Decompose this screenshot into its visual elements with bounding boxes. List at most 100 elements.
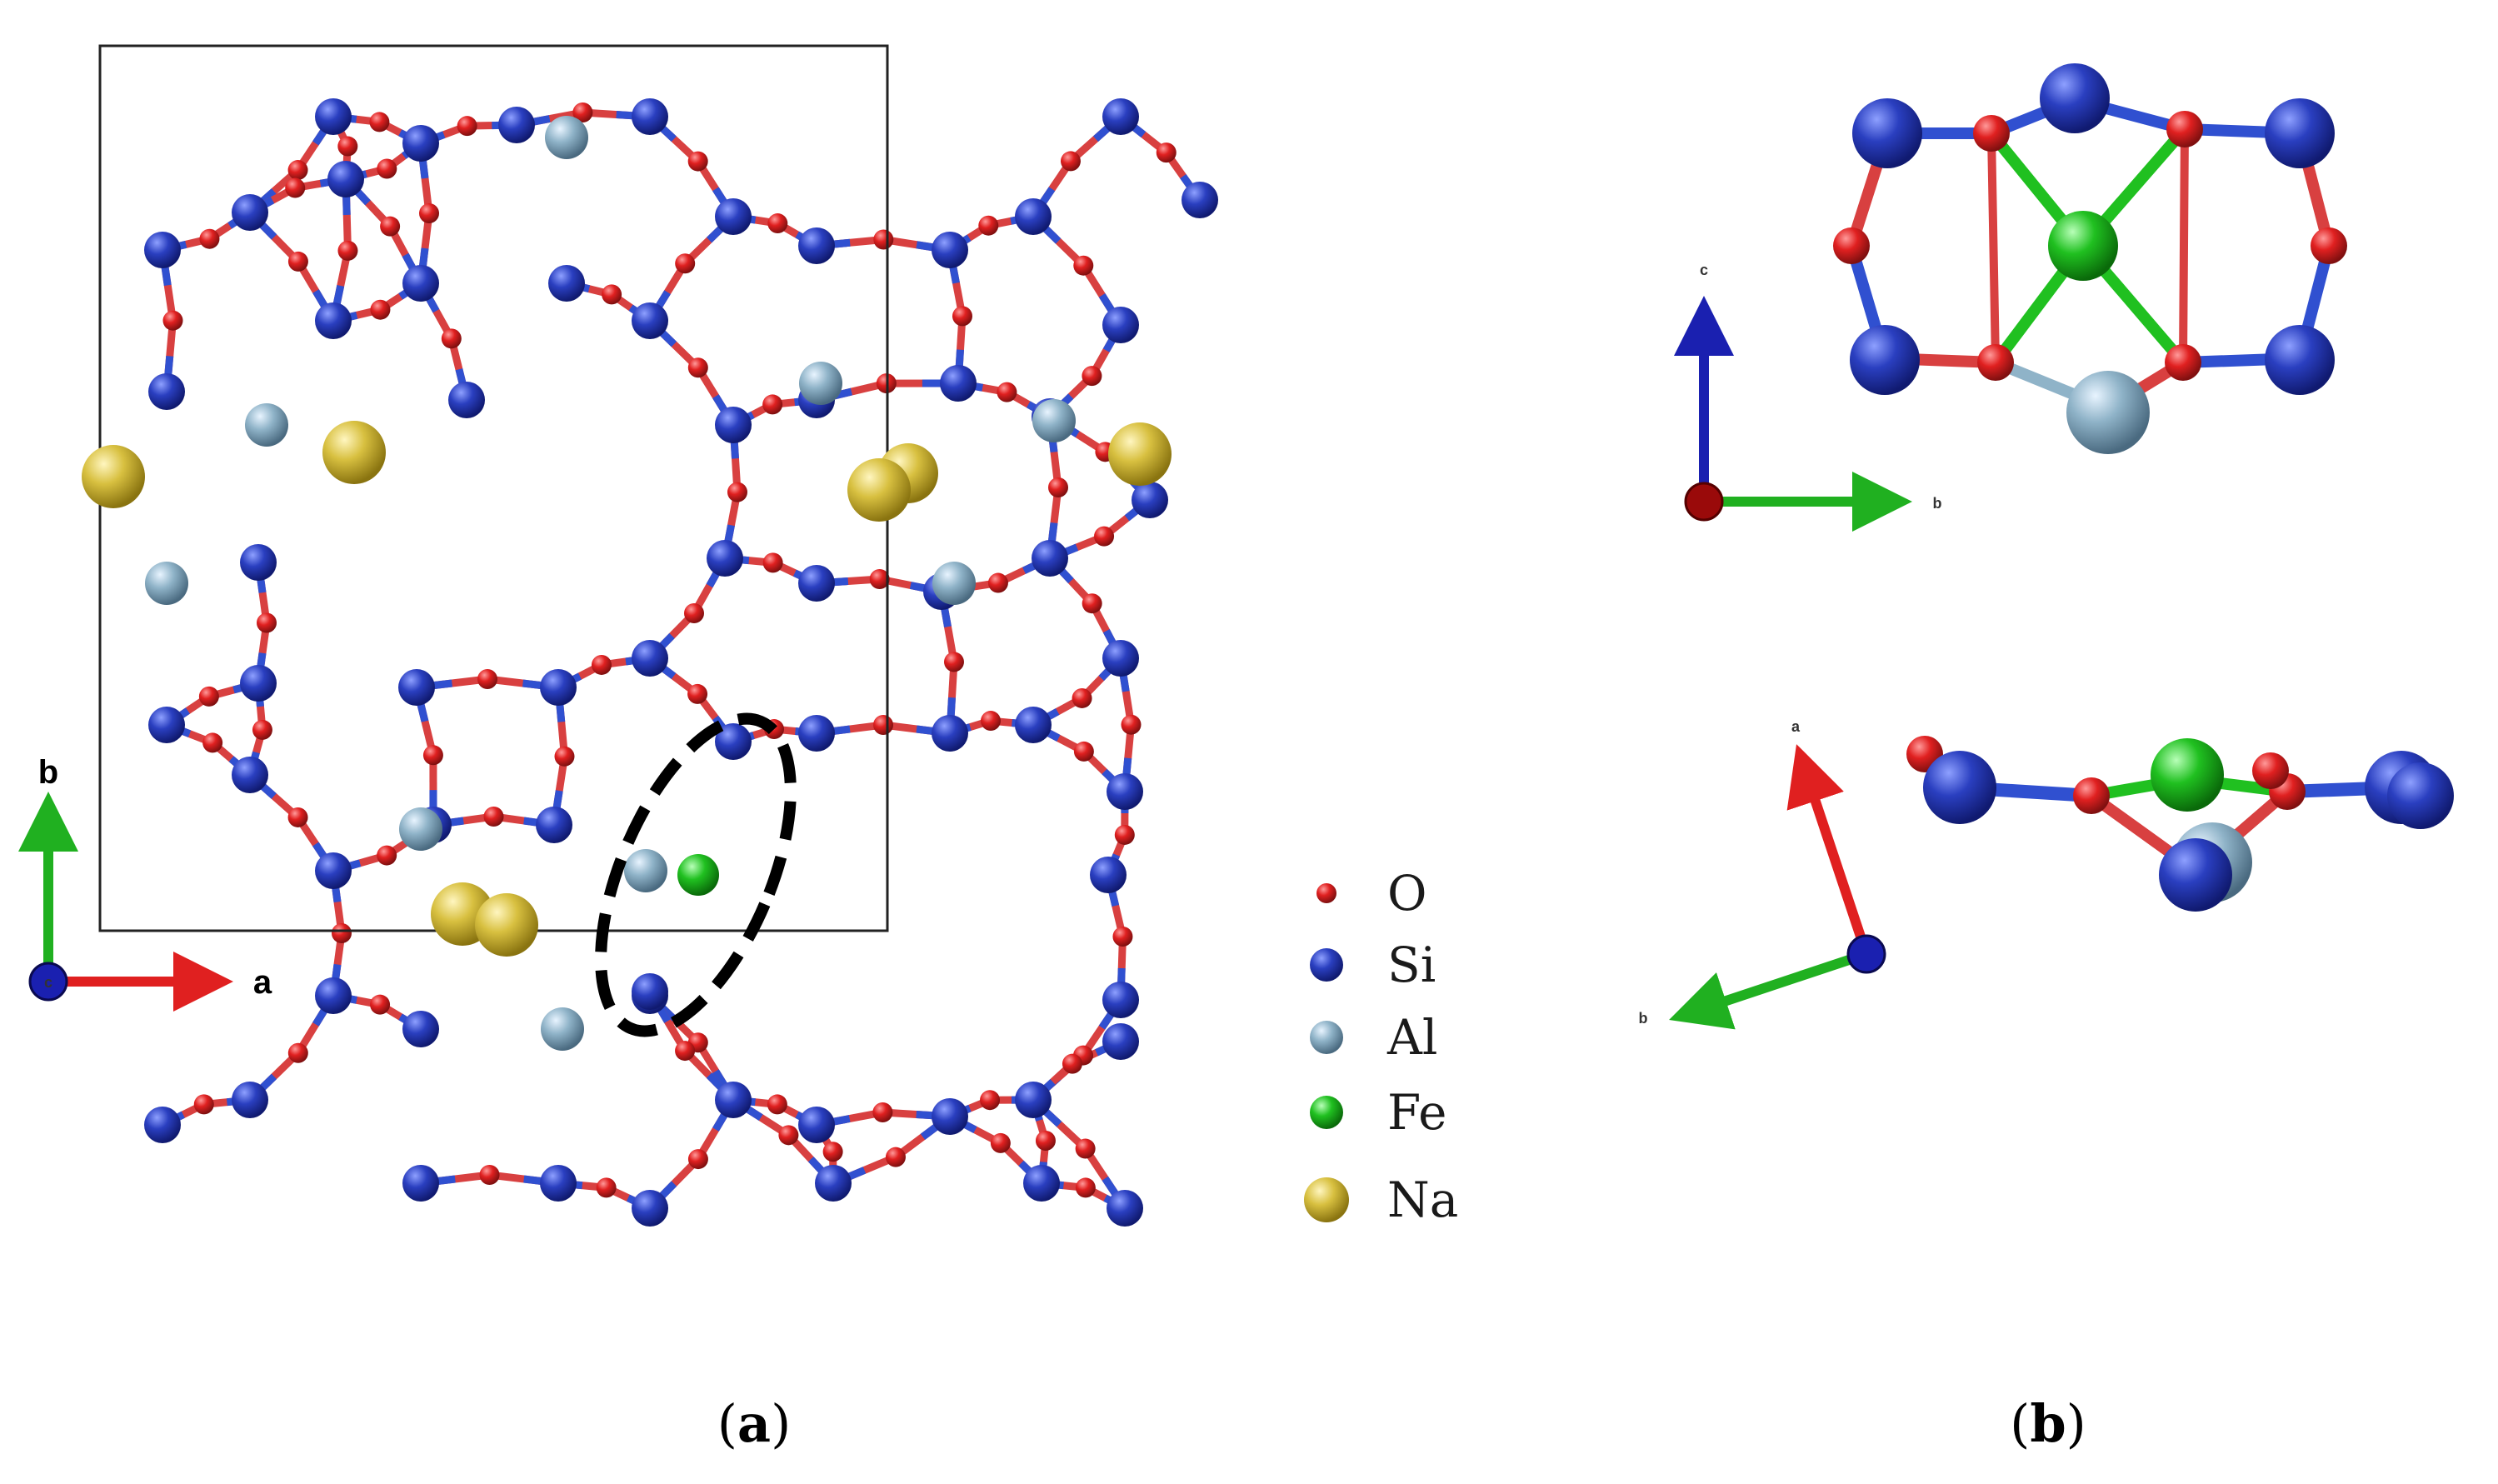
al-atom bbox=[1032, 399, 1076, 442]
o-atom bbox=[872, 1102, 893, 1123]
si-atom bbox=[2265, 98, 2335, 168]
si-atom bbox=[707, 540, 743, 577]
si-atom bbox=[148, 707, 185, 743]
o-atom bbox=[591, 654, 612, 675]
si-atom bbox=[798, 565, 835, 602]
o-atom bbox=[252, 719, 272, 740]
o-atom bbox=[554, 746, 575, 767]
legend-item-fe: Fe bbox=[1310, 1084, 1446, 1141]
si-atom bbox=[715, 407, 752, 443]
si-atom bbox=[1923, 751, 1996, 824]
o-atom bbox=[952, 306, 972, 327]
si-atom bbox=[232, 757, 268, 793]
si-atom bbox=[2265, 325, 2335, 395]
si-atom bbox=[715, 723, 752, 760]
o-atom bbox=[193, 1094, 214, 1115]
o-atom bbox=[2073, 777, 2110, 814]
a-axis-arrow bbox=[1786, 744, 1871, 956]
si-atom bbox=[536, 807, 572, 843]
o-atom bbox=[873, 715, 893, 735]
si-atom bbox=[402, 1165, 439, 1202]
framework-atoms bbox=[144, 98, 1218, 1227]
o-atom bbox=[202, 732, 223, 753]
si-atom bbox=[715, 198, 752, 235]
o-atom bbox=[687, 1149, 708, 1170]
si-atom bbox=[232, 194, 268, 231]
si-atom bbox=[548, 265, 585, 302]
si-atom bbox=[327, 161, 364, 197]
si-atom bbox=[2159, 838, 2232, 912]
c-axis-label: c bbox=[1700, 262, 1708, 278]
o-atom bbox=[572, 102, 593, 123]
si-atom bbox=[715, 1082, 752, 1118]
o-atom bbox=[1075, 1138, 1096, 1159]
legend-label-al: Al bbox=[1386, 1009, 1437, 1066]
c-axis-origin bbox=[28, 962, 68, 1002]
si-atom bbox=[632, 1190, 668, 1227]
fe-atom bbox=[2151, 738, 2224, 812]
axes-triad-b-top: c b bbox=[1674, 262, 1942, 532]
si-atom bbox=[1102, 982, 1139, 1018]
legend-label-o: O bbox=[1387, 865, 1427, 922]
si-atom bbox=[315, 977, 352, 1014]
o-atom bbox=[762, 552, 783, 573]
si-atom bbox=[498, 107, 535, 143]
o-atom bbox=[422, 745, 443, 766]
si-atom bbox=[815, 1165, 852, 1202]
si-atom bbox=[148, 373, 185, 410]
c-axis-label: c bbox=[44, 974, 52, 991]
o-atom bbox=[457, 116, 477, 137]
si-atom bbox=[1023, 1165, 1060, 1202]
si-atom bbox=[1102, 1023, 1139, 1060]
fe-atom bbox=[2048, 211, 2118, 281]
si-atom bbox=[1015, 1082, 1052, 1118]
al-atom bbox=[799, 362, 842, 405]
panel-b-side-view: a b (b) bbox=[1639, 718, 2454, 1454]
si-atom bbox=[1132, 482, 1168, 518]
o-atom bbox=[287, 251, 308, 272]
panel-a-framework: c b a (a) bbox=[18, 44, 1218, 1454]
o-atom bbox=[162, 310, 183, 331]
o-atom bbox=[1112, 927, 1133, 947]
o-atom bbox=[1833, 227, 1870, 264]
o-atom bbox=[727, 482, 747, 502]
o-atom bbox=[285, 177, 306, 198]
si-atom bbox=[1090, 857, 1127, 893]
o-atom bbox=[596, 1177, 617, 1198]
si-atom bbox=[402, 125, 439, 162]
fe-site-highlight bbox=[595, 712, 797, 1037]
o-atom bbox=[762, 394, 783, 415]
si-atom bbox=[232, 1082, 268, 1118]
o-atom bbox=[987, 572, 1008, 593]
o-atom bbox=[1114, 824, 1135, 845]
si-atom bbox=[798, 227, 835, 264]
si-atom bbox=[402, 265, 439, 302]
b-axis-arrow bbox=[1669, 949, 1868, 1030]
o-atom bbox=[1977, 344, 2014, 381]
o-atom bbox=[687, 151, 708, 172]
si-atom bbox=[448, 382, 485, 418]
si-atom bbox=[315, 302, 352, 339]
o-atom bbox=[1156, 142, 1177, 163]
na-swatch bbox=[1304, 1177, 1349, 1222]
si-atom bbox=[315, 98, 352, 135]
o-swatch bbox=[1316, 883, 1336, 903]
o-atom bbox=[198, 686, 219, 707]
o-atom bbox=[419, 203, 439, 223]
legend-item-al: Al bbox=[1310, 1009, 1437, 1066]
si-atom bbox=[632, 98, 668, 135]
o-atom bbox=[873, 229, 894, 250]
o-atom bbox=[370, 994, 391, 1015]
si-atom bbox=[1102, 640, 1139, 677]
o-atom bbox=[684, 603, 704, 623]
si-atom bbox=[1852, 98, 1922, 168]
na-atom bbox=[82, 445, 145, 508]
o-atom bbox=[990, 1132, 1011, 1153]
si-atom bbox=[1107, 773, 1143, 810]
o-atom bbox=[2166, 111, 2203, 147]
o-atom bbox=[602, 284, 622, 305]
o-atom bbox=[2252, 752, 2289, 789]
si-atom bbox=[932, 1098, 968, 1135]
o-atom bbox=[1048, 477, 1068, 497]
o-atom bbox=[687, 357, 708, 378]
